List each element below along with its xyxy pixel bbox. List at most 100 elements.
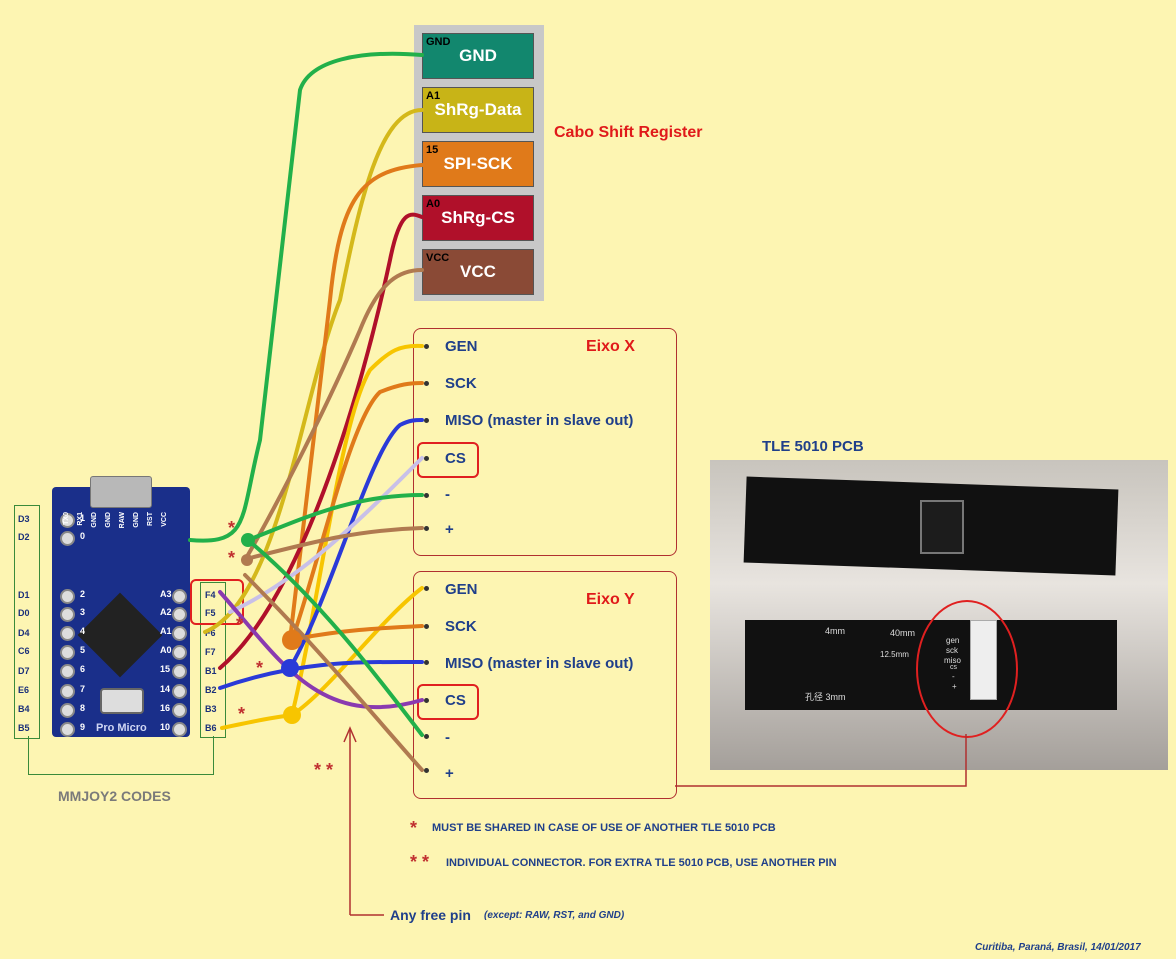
right-code: B6 xyxy=(205,723,217,733)
pin-number: A0 xyxy=(426,198,441,210)
cable-pin-gnd: GND GND xyxy=(422,33,534,79)
board-right-pin-number: A0 xyxy=(160,645,172,655)
left-code: D3 xyxy=(18,514,30,524)
cable-pin-spi-sck: 15 SPI-SCK xyxy=(422,141,534,187)
shared-star: * xyxy=(228,548,236,568)
left-code: C6 xyxy=(18,646,30,656)
wire-y-gen xyxy=(290,586,424,717)
board-left-pin-number: 0 xyxy=(80,531,86,541)
pcb-hole-label: 孔径 3mm xyxy=(805,692,846,702)
pcb-dim-40mm: 40mm xyxy=(890,628,916,638)
shared-star: * xyxy=(236,614,244,634)
axis-y-cs: CS xyxy=(445,692,466,709)
board-left-pin-hole xyxy=(60,645,75,660)
board-right-pin-number: A1 xyxy=(160,626,172,636)
pcb-connector-highlight xyxy=(916,600,1018,738)
axis-y-miso: MISO (master in slave out) xyxy=(445,655,634,672)
board-right-pin-hole xyxy=(172,645,187,660)
board-right-pin-number: 10 xyxy=(160,722,171,732)
axis-x-plus: + xyxy=(445,521,454,538)
axis-y-minus: - xyxy=(445,729,450,746)
board-top-pin-label: RX1 xyxy=(77,512,84,526)
board-right-pin-number: 16 xyxy=(160,703,171,713)
cable-pin-shrg-data: A1 ShRg-Data xyxy=(422,87,534,133)
note-individual-stars: * * xyxy=(410,852,430,872)
pin-name: SPI-SCK xyxy=(443,154,513,173)
axis-x-sck: SCK xyxy=(445,375,477,392)
board-top-pin-label: GND xyxy=(91,512,98,528)
wire-y-cs xyxy=(218,590,424,710)
board-left-pin-number: 2 xyxy=(80,589,86,599)
junction-gnd xyxy=(241,533,255,547)
board-right-pin-hole xyxy=(172,607,187,622)
cable-pin-shrg-cs: A0 ShRg-CS xyxy=(422,195,534,241)
pin-dot xyxy=(424,456,429,461)
board-left-pin-number: 7 xyxy=(80,684,86,694)
note-individual: INDIVIDUAL CONNECTOR. FOR EXTRA TLE 5010… xyxy=(446,857,837,869)
axis-x-miso: MISO (master in slave out) xyxy=(445,412,634,429)
pin-dot xyxy=(424,344,429,349)
board-left-pin-number: 6 xyxy=(80,664,86,674)
cable-title: Cabo Shift Register xyxy=(554,124,703,141)
wire-x-miso xyxy=(288,418,424,670)
pin-dot xyxy=(424,526,429,531)
board-right-pin-number: 14 xyxy=(160,684,171,694)
shared-star: * xyxy=(228,518,236,538)
pin-number: 15 xyxy=(426,144,439,156)
pin-dot xyxy=(424,624,429,629)
board-top-pin-label: GND xyxy=(105,512,112,528)
axis-y-plus: + xyxy=(445,765,454,782)
board-right-pin-hole xyxy=(172,684,187,699)
board-left-pin-hole xyxy=(60,531,75,546)
right-code: B3 xyxy=(205,704,217,714)
pin-dot xyxy=(424,418,429,423)
right-code: F5 xyxy=(205,608,216,618)
left-codes-bracket xyxy=(14,505,40,739)
left-code: B4 xyxy=(18,704,30,714)
wire-gnd xyxy=(188,51,424,543)
wire-cs xyxy=(218,212,424,670)
pin-dot xyxy=(424,586,429,591)
shared-star: * xyxy=(238,704,246,724)
right-code: F6 xyxy=(205,628,216,638)
left-code: D1 xyxy=(18,590,30,600)
pin-name: VCC xyxy=(460,262,496,281)
pcb-dim-12-5mm: 12.5mm xyxy=(880,650,909,659)
board-left-pin-hole xyxy=(60,589,75,604)
wire-x-sck xyxy=(290,381,424,642)
board-top-pin-label: VCC xyxy=(161,512,168,527)
junction-miso xyxy=(281,659,299,677)
pin-dot xyxy=(424,734,429,739)
pin-name: ShRg-CS xyxy=(441,208,515,227)
pcb-dim-4mm: 4mm xyxy=(825,626,845,636)
pcb-chip xyxy=(920,500,964,554)
axis-x-minus: - xyxy=(445,486,450,503)
pin-dot xyxy=(424,660,429,665)
left-code: D4 xyxy=(18,628,30,638)
wire-y-miso xyxy=(218,659,424,690)
board-top-pin-label: RAW xyxy=(119,512,126,529)
board-left-pin-hole xyxy=(60,664,75,679)
free-pin-label: Any free pin xyxy=(390,907,471,923)
wire-data xyxy=(203,108,424,634)
board-codes-title: MMJOY2 CODES xyxy=(58,788,171,804)
board-left-pin-hole xyxy=(60,684,75,699)
board-left-pin-hole xyxy=(60,722,75,737)
wire-vcc xyxy=(243,268,424,562)
pin-name: ShRg-Data xyxy=(434,100,522,119)
wire-x-cs xyxy=(228,456,424,614)
board-right-pin-number: 15 xyxy=(160,664,171,674)
right-code: F4 xyxy=(205,590,216,600)
axis-y-panel xyxy=(413,571,677,799)
codes-connector-line xyxy=(28,736,214,775)
board-right-pin-hole xyxy=(172,589,187,604)
wire-x-minus xyxy=(246,493,424,542)
left-code: D7 xyxy=(18,666,30,676)
board-left-pin-number: 3 xyxy=(80,607,86,617)
board-left-pin-hole xyxy=(60,703,75,718)
pin-dot xyxy=(424,381,429,386)
free-pin-except: (except: RAW, RST, and GND) xyxy=(484,910,625,921)
board-right-pin-number: A2 xyxy=(160,607,172,617)
free-pin-arrow-head xyxy=(343,726,357,743)
